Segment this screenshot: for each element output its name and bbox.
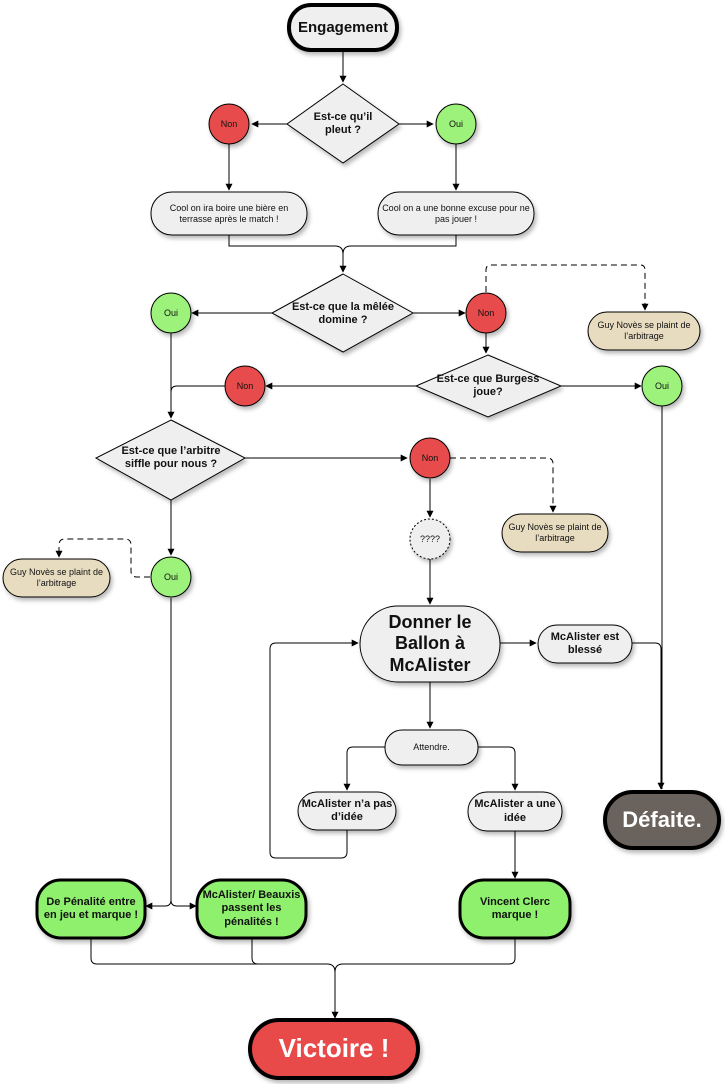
donner-node: Donner le Ballon à McAlister <box>388 611 472 675</box>
edge-arboui-green <box>145 598 172 910</box>
shapes <box>2 3 721 1080</box>
victoire-shape <box>248 1018 420 1080</box>
blesse-shape <box>537 624 633 664</box>
beauxis-shape <box>195 878 308 940</box>
edge-beauxis-merge <box>251 938 259 965</box>
une-idee-node: McAlister a une idée <box>474 798 556 824</box>
defaite-node: Défaite. <box>622 806 702 832</box>
noves-2-node: Guy Novès se plaint de l’arbitrage <box>508 522 602 543</box>
donner-shape <box>359 605 501 683</box>
noves-3-shape <box>2 558 111 598</box>
excuse-shape <box>377 191 535 236</box>
arbitre-non-label: Non <box>421 452 439 463</box>
clerc-node: Vincent Clerc marque ! <box>479 895 551 921</box>
pas-idee-node: McAlister n’a pas d’idée <box>301 797 393 823</box>
rain-non-circle <box>208 103 250 145</box>
excuse-node: Cool on a une bonne excuse pour ne pas j… <box>382 202 530 224</box>
burgess-oui-label: Oui <box>654 380 669 391</box>
edge-arboui-noves <box>55 538 150 578</box>
edge-attendre-pasidee <box>343 746 385 791</box>
rain-non-label: Non <box>220 118 238 129</box>
rain-oui-label: Oui <box>448 118 463 129</box>
arbitre-decision: Est-ce que l’arbitre siffle pour nous ? <box>121 444 221 470</box>
edge-arbnon-noves <box>450 457 557 513</box>
engagement-shape <box>287 3 399 52</box>
edge-excuse-merge <box>342 235 457 255</box>
edge-melee-noves <box>485 264 649 311</box>
melee-diamond <box>270 273 415 353</box>
melee-oui-label: Oui <box>163 307 178 318</box>
rain-decision: Est-ce qu’il pleut ? <box>313 110 373 136</box>
beer-node: Cool on ira boire une bière en terrasse … <box>169 202 289 224</box>
rain-oui-circle <box>435 103 477 145</box>
edge-burgnon-merge <box>170 385 226 393</box>
arbitre-non-circle <box>409 437 451 479</box>
edge-beer-merge <box>228 235 344 255</box>
defaite-shape <box>603 790 721 850</box>
burgess-decision: Est-ce que Burgess joue? <box>436 372 540 398</box>
melee-decision: Est-ce que la mêlée domine ? <box>291 300 395 326</box>
attendre-shape <box>384 729 479 766</box>
noves-3-node: Guy Novès se plaint de l’arbitrage <box>9 567 104 588</box>
noves-1-shape <box>587 311 701 351</box>
rain-diamond <box>286 83 400 164</box>
connectors <box>55 50 665 1019</box>
edge-clerc-merge <box>334 938 516 973</box>
unknown-circle <box>409 518 451 560</box>
attendre-node: Attendre. <box>413 742 450 753</box>
melee-oui-circle <box>150 292 192 334</box>
edge-arboui-green2 <box>170 899 197 910</box>
burgess-diamond <box>414 354 563 418</box>
beer-shape <box>150 191 308 236</box>
noves-2-shape <box>501 513 609 553</box>
melee-non-label: Non <box>477 307 495 318</box>
arbitre-oui-circle <box>150 556 192 598</box>
burgess-non-label: Non <box>236 380 254 391</box>
engagement-node: Engagement <box>297 18 388 36</box>
unknown-node: ???? <box>419 533 441 544</box>
pas-idee-shape <box>297 791 397 831</box>
melee-non-circle <box>465 292 507 334</box>
une-idee-shape <box>467 791 563 832</box>
blesse-node: McAlister est blessé <box>550 630 620 656</box>
penalite-shape <box>35 878 147 940</box>
arbitre-diamond <box>94 419 247 501</box>
victoire-node: Victoire ! <box>278 1033 390 1064</box>
arbitre-oui-label: Oui <box>163 571 178 582</box>
beauxis-node: McAlister/ Beauxis passent les pénalités… <box>202 889 301 928</box>
edge-attendre-idee <box>478 746 519 791</box>
burgess-oui-circle <box>641 365 683 407</box>
burgess-non-circle <box>224 365 266 407</box>
edge-pasidee-loop <box>269 639 359 859</box>
noves-1-node: Guy Novès se plaint de l’arbitrage <box>597 320 691 341</box>
clerc-shape <box>458 878 572 940</box>
edge-blesse-defaite <box>632 642 665 790</box>
penalite-node: De Pénalité entre en jeu et marque ! <box>43 895 139 921</box>
edge-penalite-merge <box>90 938 336 973</box>
